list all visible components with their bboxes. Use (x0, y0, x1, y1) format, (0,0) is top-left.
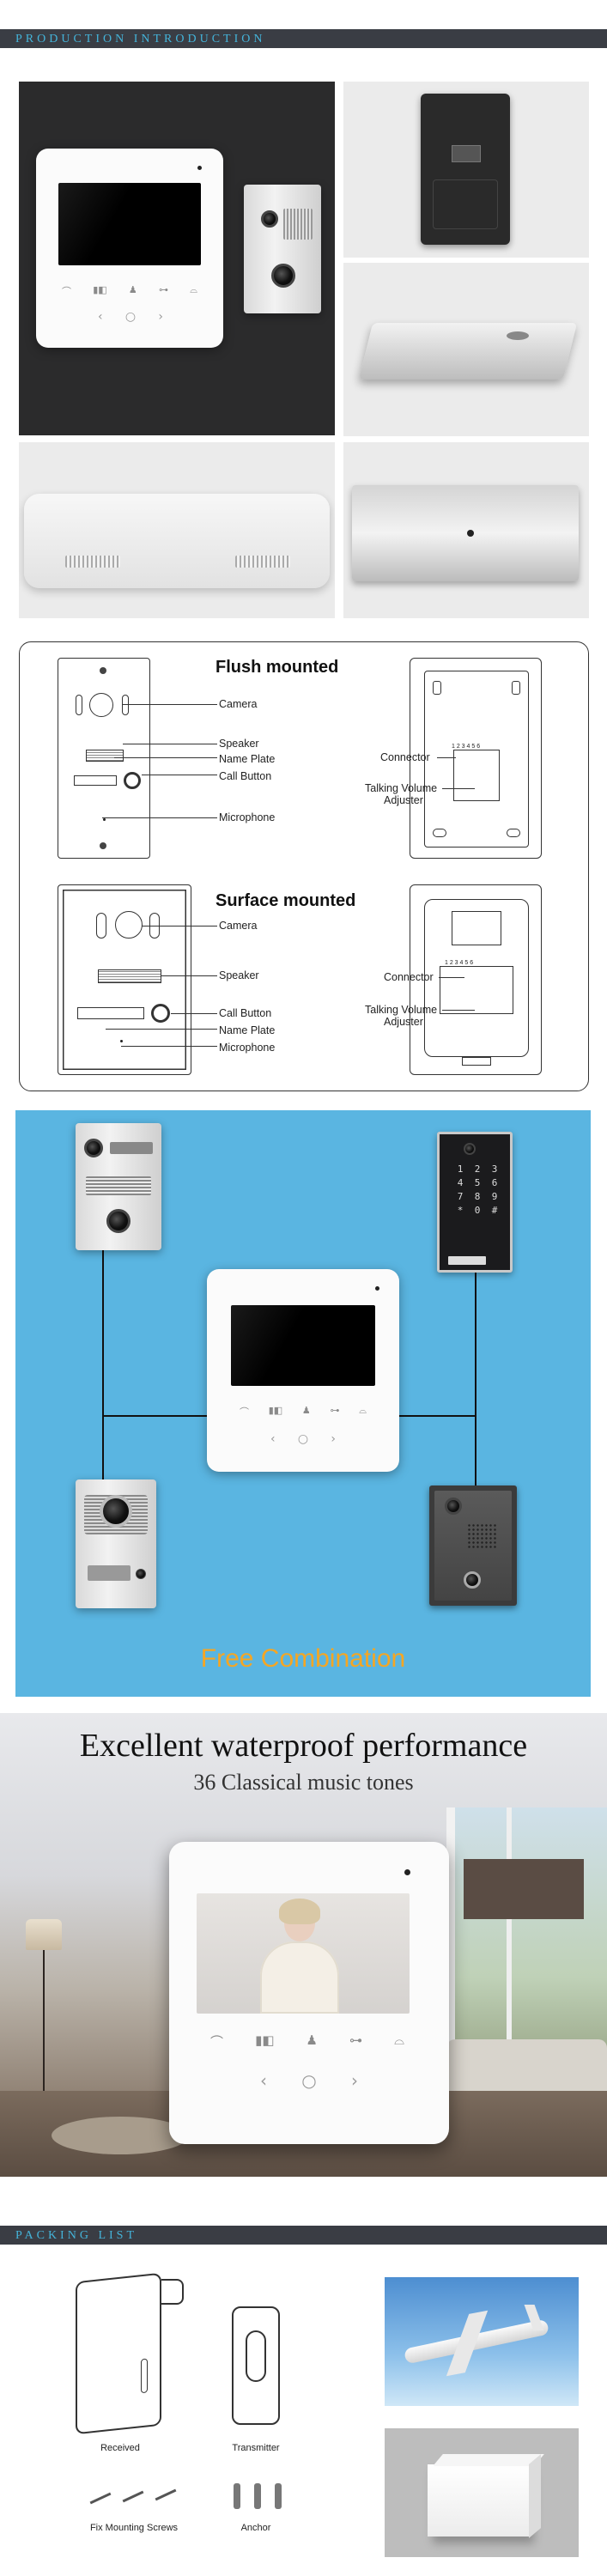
product-photo-main: ⌒ ▮◧ ♟ ⊶ ⌓ ‹ ○ › (19, 82, 335, 435)
chevron-left-icon[interactable]: ‹ (260, 2070, 267, 2091)
outdoor-unit-c (429, 1485, 517, 1606)
product-photo-panel-side (343, 442, 589, 618)
hangup-icon: ⌒ (240, 1406, 249, 1418)
indoor-monitor: ⌒ ▮◧ ♟ ⊶ ⌓ ‹ ○ › (36, 149, 223, 348)
transmitter-sketch (232, 2306, 280, 2425)
user-icon: ♟ (128, 284, 137, 295)
connector-block (452, 145, 481, 162)
call-button-icon (151, 1004, 170, 1023)
visitor-body (260, 1941, 339, 2014)
home-circle-icon: ○ (297, 1432, 309, 1446)
surface-front-panel (58, 884, 191, 1075)
panel-back (421, 94, 510, 245)
monitor-nav-row: ‹ ○ › (270, 1432, 336, 1446)
key-icon: ⊶ (159, 284, 169, 295)
receiver-sketch (76, 2272, 161, 2435)
phone-icon: ⌓ (359, 1405, 367, 1416)
monitor-icon[interactable]: ▮◧ (255, 2032, 275, 2048)
item-anchor: Anchor (240, 2523, 271, 2533)
chevron-right-icon: › (158, 310, 163, 324)
monitor-key-row: ⌒ ▮◧ ♟ ⊶ ⌓ (62, 284, 197, 298)
item-fix-mounting-screws: Fix Mounting Screws (89, 2523, 179, 2533)
connector-block-icon (440, 966, 513, 1014)
product-photo-back (343, 82, 589, 258)
home-circle-icon: ○ (124, 310, 137, 324)
flush-front-panel (58, 658, 150, 859)
item-received: Received (100, 2443, 140, 2453)
anchor-sketch (230, 2482, 285, 2512)
packing-header-band: PACKING LIST (0, 2226, 607, 2245)
packing-box-photo (385, 2428, 579, 2557)
indoor-monitor-large: ⌒ ▮◧ ♟ ⊶ ⌓ ‹ ○ › (169, 1842, 449, 2144)
monitor-screen-visitor (197, 1893, 410, 2014)
item-transmitter: Transmitter (232, 2443, 280, 2453)
home-circle-icon[interactable]: ○ (301, 2070, 317, 2091)
free-combination-panel: 1 2 3 4 5 6 7 8 9 * 0 # ⌒ ▮◧ ♟ ⊶ ⌓ ‹ ○ › (15, 1110, 591, 1697)
phone-icon[interactable]: ⌓ (394, 2032, 404, 2048)
monitor-key-row: ⌒ ▮◧ ♟ ⊶ ⌓ (240, 1405, 367, 1419)
key-icon[interactable]: ⊶ (349, 2032, 363, 2048)
keypad-grid: 1 2 3 4 5 6 7 8 9 * 0 # (457, 1163, 498, 1216)
chevron-left-icon: ‹ (98, 310, 103, 324)
monitor-nav-row: ‹ ○ › (98, 310, 163, 324)
chevron-right-icon[interactable]: › (350, 2070, 358, 2091)
free-combination-caption: Free Combination (200, 1644, 406, 1673)
camera-icon (89, 693, 113, 717)
panel-top-view (358, 323, 578, 380)
flush-back-panel: 1 2 3 4 5 6 (410, 658, 542, 859)
camera-icon (115, 911, 143, 939)
production-title: PRODUCTION INTRODUCTION (15, 33, 266, 46)
phone-icon: ⌓ (190, 284, 197, 295)
key-icon: ⊶ (330, 1405, 340, 1416)
monitor-icon: ▮◧ (268, 1405, 283, 1416)
monitor-icon: ▮◧ (93, 284, 107, 295)
speaker-grill (283, 209, 313, 240)
music-tones-subtitle: 36 Classical music tones (193, 1770, 414, 1795)
call-button-icon (124, 772, 141, 789)
flush-title: Flush mounted (215, 658, 339, 677)
hangup-icon: ⌒ (62, 286, 71, 297)
monitor-bottom-view (24, 494, 330, 588)
outdoor-unit-a (76, 1123, 161, 1250)
outdoor-panel (244, 185, 321, 313)
packing-title: PACKING LIST (15, 2229, 137, 2242)
call-button (271, 264, 295, 288)
production-header-band: PRODUCTION INTRODUCTION (0, 29, 607, 48)
user-icon: ♟ (301, 1405, 311, 1416)
camera-lens (261, 210, 278, 228)
surface-back-panel: 1 2 3 4 5 6 (410, 884, 542, 1075)
connector-block-icon (453, 750, 500, 801)
visitor-hair (279, 1899, 320, 1924)
chevron-left-icon: ‹ (270, 1432, 276, 1446)
monitor-indicator (197, 166, 202, 170)
panel-side-view (352, 485, 579, 581)
surface-title: Surface mounted (215, 891, 356, 910)
monitor-key-row: ⌒ ▮◧ ♟ ⊶ ⌓ (210, 2032, 404, 2050)
outdoor-unit-b (76, 1479, 156, 1608)
monitor-screen (58, 183, 201, 265)
product-photo-side (343, 263, 589, 436)
white-box (428, 2464, 529, 2537)
shipping-airplane-photo (385, 2277, 579, 2406)
keypad-unit: 1 2 3 4 5 6 7 8 9 * 0 # (437, 1132, 513, 1273)
waterproof-title: Excellent waterproof performance (79, 1728, 528, 1764)
indoor-monitor-combo: ⌒ ▮◧ ♟ ⊶ ⌓ ‹ ○ › (207, 1269, 399, 1472)
screws-sketch (86, 2487, 180, 2509)
plug-icon (161, 2279, 184, 2305)
user-icon[interactable]: ♟ (306, 2032, 318, 2048)
chevron-right-icon: › (331, 1432, 336, 1446)
product-photo-bottom (19, 442, 335, 618)
monitor-nav-row: ‹ ○ › (260, 2070, 358, 2091)
installation-diagram: Flush mounted Camera Speaker Name Plate … (19, 641, 589, 1091)
hangup-icon[interactable]: ⌒ (210, 2034, 224, 2050)
waterproof-scene: Excellent waterproof performance 36 Clas… (0, 1713, 607, 2177)
